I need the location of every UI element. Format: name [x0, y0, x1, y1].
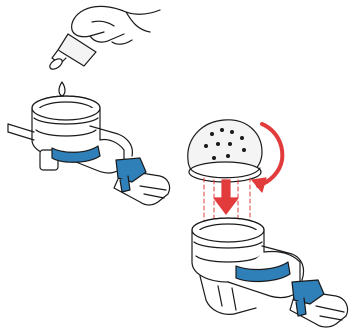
down-arrow-icon	[213, 179, 239, 215]
droplet-icon	[58, 81, 66, 97]
nebulizer-cup-right	[191, 217, 349, 328]
hand-icon	[71, 5, 161, 45]
nebulizer-cup-left	[7, 95, 171, 206]
vial-icon	[49, 33, 97, 70]
rotate-arrow-icon	[251, 122, 285, 193]
nebulizer-cap-icon	[187, 119, 263, 183]
